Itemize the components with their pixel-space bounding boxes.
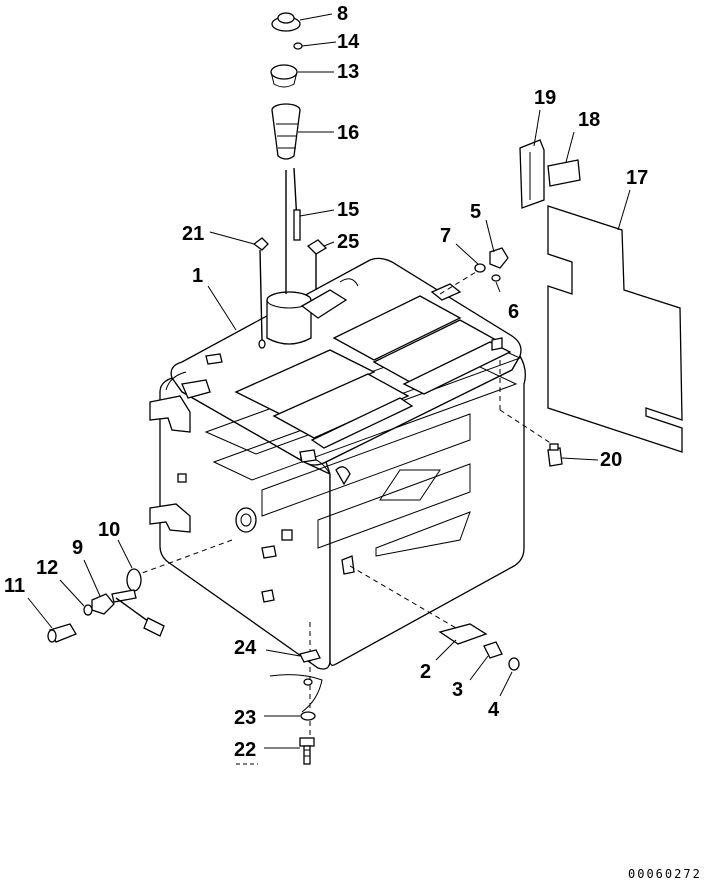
part-21-breather bbox=[252, 237, 269, 349]
callout-3: 3 bbox=[452, 679, 463, 701]
callout-16: 16 bbox=[337, 122, 359, 144]
mounting-brackets bbox=[149, 283, 503, 603]
fuel-tank-body bbox=[159, 257, 526, 670]
part-19-bracket bbox=[519, 139, 545, 209]
callout-15: 15 bbox=[337, 199, 359, 221]
top-cover-plates bbox=[234, 295, 512, 449]
callout-6: 6 bbox=[508, 301, 519, 323]
callout-21: 21 bbox=[182, 223, 204, 245]
callout-11: 11 bbox=[4, 575, 25, 597]
callout-18: 18 bbox=[578, 109, 600, 131]
figure-number: 00060272 bbox=[628, 867, 702, 881]
filler-neck bbox=[266, 278, 359, 345]
callout-22: 22 bbox=[234, 739, 256, 761]
callout-8: 8 bbox=[337, 3, 348, 25]
callout-13: 13 bbox=[337, 61, 359, 83]
callout-24: 24 bbox=[234, 637, 257, 659]
callout-12: 12 bbox=[36, 557, 58, 579]
callout-5: 5 bbox=[470, 201, 481, 223]
callout-4: 4 bbox=[488, 699, 500, 721]
fuel-sender-assembly bbox=[47, 539, 233, 643]
part-18-pad bbox=[547, 159, 581, 187]
callout-labels: 8 14 13 16 15 21 25 1 5 7 6 19 18 17 20 … bbox=[4, 3, 648, 765]
part-5-elbow bbox=[439, 247, 509, 295]
callout-1: 1 bbox=[192, 265, 203, 287]
callout-17: 17 bbox=[626, 167, 648, 189]
callout-25: 25 bbox=[337, 231, 359, 253]
callout-19: 19 bbox=[534, 87, 556, 109]
callout-2: 2 bbox=[420, 661, 431, 683]
callout-7: 7 bbox=[440, 225, 451, 247]
callout-9: 9 bbox=[72, 537, 83, 559]
part-13-ring bbox=[270, 64, 298, 88]
callout-23: 23 bbox=[234, 707, 256, 729]
leader-lines bbox=[27, 13, 631, 749]
callout-10: 10 bbox=[98, 519, 120, 541]
bottom-mount-assembly bbox=[269, 622, 323, 765]
callout-14: 14 bbox=[337, 31, 360, 53]
part-8-cap bbox=[271, 12, 301, 32]
part-20-fitting bbox=[499, 360, 563, 467]
drain-assembly bbox=[349, 565, 520, 671]
part-14-clip bbox=[293, 42, 303, 50]
part-25-plug bbox=[306, 239, 328, 290]
part-15-gauge bbox=[285, 167, 301, 294]
part-16-strainer bbox=[271, 103, 301, 160]
part-17-plate bbox=[547, 205, 683, 453]
callout-20: 20 bbox=[600, 449, 622, 471]
